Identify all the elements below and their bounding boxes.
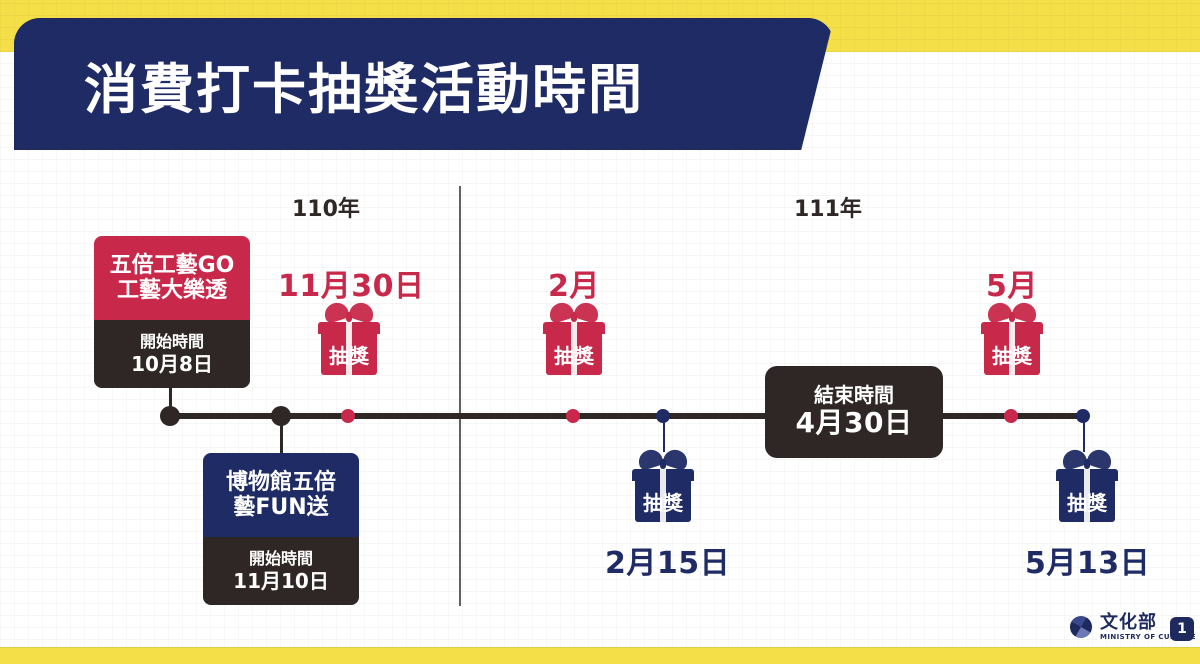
gift-icon: 抽獎 xyxy=(981,301,1043,376)
year-label-111: 111年 xyxy=(794,197,862,222)
card-craft-go: 五倍工藝GO 工藝大樂透 開始時間 10月8日 xyxy=(94,236,250,388)
page-title: 消費打卡抽獎活動時間 xyxy=(84,57,644,121)
card-museum-fun-start: 開始時間 11月10日 xyxy=(203,537,359,605)
timeline-dot-11-30 xyxy=(341,409,355,423)
date-label-feb: 2月 xyxy=(548,269,600,304)
card-museum-fun-line2: 藝FUN送 xyxy=(233,495,329,520)
page-number-badge: 1 xyxy=(1170,617,1194,641)
gift-icon: 抽獎 xyxy=(1056,448,1118,523)
year-label-110: 110年 xyxy=(292,197,360,222)
connector-navy-card xyxy=(280,420,283,454)
card-craft-go-start-date: 10月8日 xyxy=(131,351,213,376)
gift-lid xyxy=(318,322,380,335)
gift-bow xyxy=(632,448,694,469)
ministry-logo-en: MINISTRY OF CULTURE xyxy=(1100,632,1196,641)
card-craft-go-start-label: 開始時間 xyxy=(139,332,204,352)
timeline-line xyxy=(170,413,1082,419)
date-label-5-13: 5月13日 xyxy=(1025,546,1151,581)
gift-bow xyxy=(981,301,1043,322)
stem-2-15 xyxy=(663,416,665,452)
gift-icon: 抽獎 xyxy=(318,301,380,376)
gift-lid xyxy=(1056,469,1118,482)
timeline-node-start-navy xyxy=(271,406,291,426)
gift-bow xyxy=(1056,448,1118,469)
gift-lid xyxy=(981,322,1043,335)
gift-label: 抽獎 xyxy=(643,491,683,516)
ministry-logo-zh: 文化部 xyxy=(1100,611,1157,633)
timeline-dot-may xyxy=(1004,409,1018,423)
gift-bow xyxy=(318,301,380,322)
title-banner: 消費打卡抽獎活動時間 xyxy=(14,18,834,150)
gift-label: 抽獎 xyxy=(329,344,369,369)
ministry-logo: 文化部 MINISTRY OF CULTURE xyxy=(1070,612,1196,642)
card-museum-fun-start-label: 開始時間 xyxy=(248,549,313,569)
date-label-11-30: 11月30日 xyxy=(278,269,425,304)
card-craft-go-line1: 五倍工藝GO xyxy=(109,252,235,278)
end-time-label: 結束時間 xyxy=(814,383,894,408)
gift-box: 抽獎 xyxy=(321,334,377,376)
gift-lid xyxy=(543,322,605,335)
gift-bow xyxy=(543,301,605,322)
ministry-logo-text: 文化部 MINISTRY OF CULTURE xyxy=(1100,611,1196,641)
gift-lid xyxy=(632,469,694,482)
gift-box: 抽獎 xyxy=(635,481,691,523)
timeline-dot-feb xyxy=(566,409,580,423)
gift-box: 抽獎 xyxy=(546,334,602,376)
gift-box: 抽獎 xyxy=(984,334,1040,376)
end-time-date: 4月30日 xyxy=(795,406,913,440)
card-craft-go-title: 五倍工藝GO 工藝大樂透 xyxy=(94,236,250,320)
gift-label: 抽獎 xyxy=(992,344,1032,369)
gift-label: 抽獎 xyxy=(1067,491,1107,516)
card-museum-fun: 博物館五倍 藝FUN送 開始時間 11月10日 xyxy=(203,453,359,605)
card-craft-go-start: 開始時間 10月8日 xyxy=(94,320,250,388)
timeline-node-start-red xyxy=(160,406,180,426)
date-label-2-15: 2月15日 xyxy=(605,546,731,581)
bottom-stripe xyxy=(0,647,1200,664)
ministry-logo-icon xyxy=(1070,616,1092,638)
end-time-box: 結束時間 4月30日 xyxy=(765,366,943,458)
card-museum-fun-title: 博物館五倍 藝FUN送 xyxy=(203,453,359,537)
card-museum-fun-line1: 博物館五倍 xyxy=(225,469,336,495)
gift-icon: 抽獎 xyxy=(543,301,605,376)
date-label-may: 5月 xyxy=(986,269,1038,304)
gift-label: 抽獎 xyxy=(554,344,594,369)
card-museum-fun-start-date: 11月10日 xyxy=(233,568,329,593)
card-craft-go-line2: 工藝大樂透 xyxy=(116,278,227,303)
year-divider xyxy=(459,186,461,606)
gift-box: 抽獎 xyxy=(1059,481,1115,523)
gift-icon: 抽獎 xyxy=(632,448,694,523)
stem-5-13 xyxy=(1083,416,1085,452)
connector-red-card xyxy=(169,388,172,408)
